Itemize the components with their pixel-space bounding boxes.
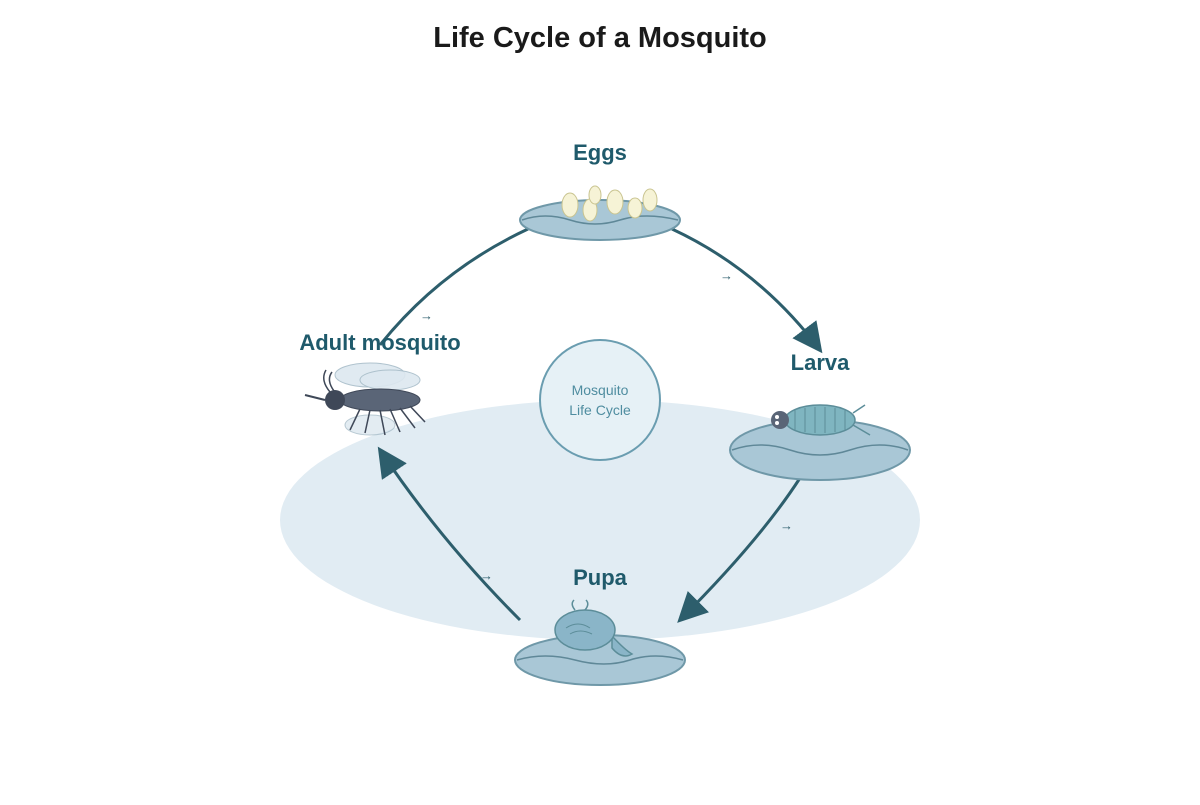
mosquito-illustration bbox=[304, 362, 426, 436]
label-adult-mosquito: Adult mosquito bbox=[299, 330, 461, 355]
diagram-title: Life Cycle of a Mosquito bbox=[433, 22, 767, 54]
larva-illustration bbox=[729, 404, 911, 481]
eggs-illustration bbox=[519, 185, 681, 241]
egg bbox=[588, 185, 602, 205]
transition-glyph-pupa-adult: → bbox=[480, 568, 493, 583]
arrow-larva-to-pupa bbox=[677, 477, 802, 623]
egg bbox=[561, 192, 579, 218]
center-circle bbox=[539, 339, 661, 461]
transition-glyph-larva-pupa: → bbox=[780, 518, 793, 533]
center-label-line1: Mosquito bbox=[571, 382, 629, 398]
egg bbox=[606, 189, 624, 215]
pupa-illustration bbox=[514, 599, 686, 686]
label-pupa: Pupa bbox=[573, 565, 627, 590]
label-larva: Larva bbox=[790, 350, 850, 375]
center-label-line2: Life Cycle bbox=[569, 402, 631, 418]
label-eggs: Eggs bbox=[573, 140, 627, 165]
egg bbox=[642, 188, 658, 212]
egg bbox=[627, 197, 643, 219]
transition-glyph-adult-eggs: → bbox=[420, 308, 433, 323]
arrow-eggs-to-larva bbox=[671, 227, 823, 354]
arrow-pupa-to-adult bbox=[377, 446, 522, 622]
arrow-adult-to-eggs bbox=[378, 227, 529, 346]
transition-glyph-eggs-larva: → bbox=[720, 268, 733, 283]
